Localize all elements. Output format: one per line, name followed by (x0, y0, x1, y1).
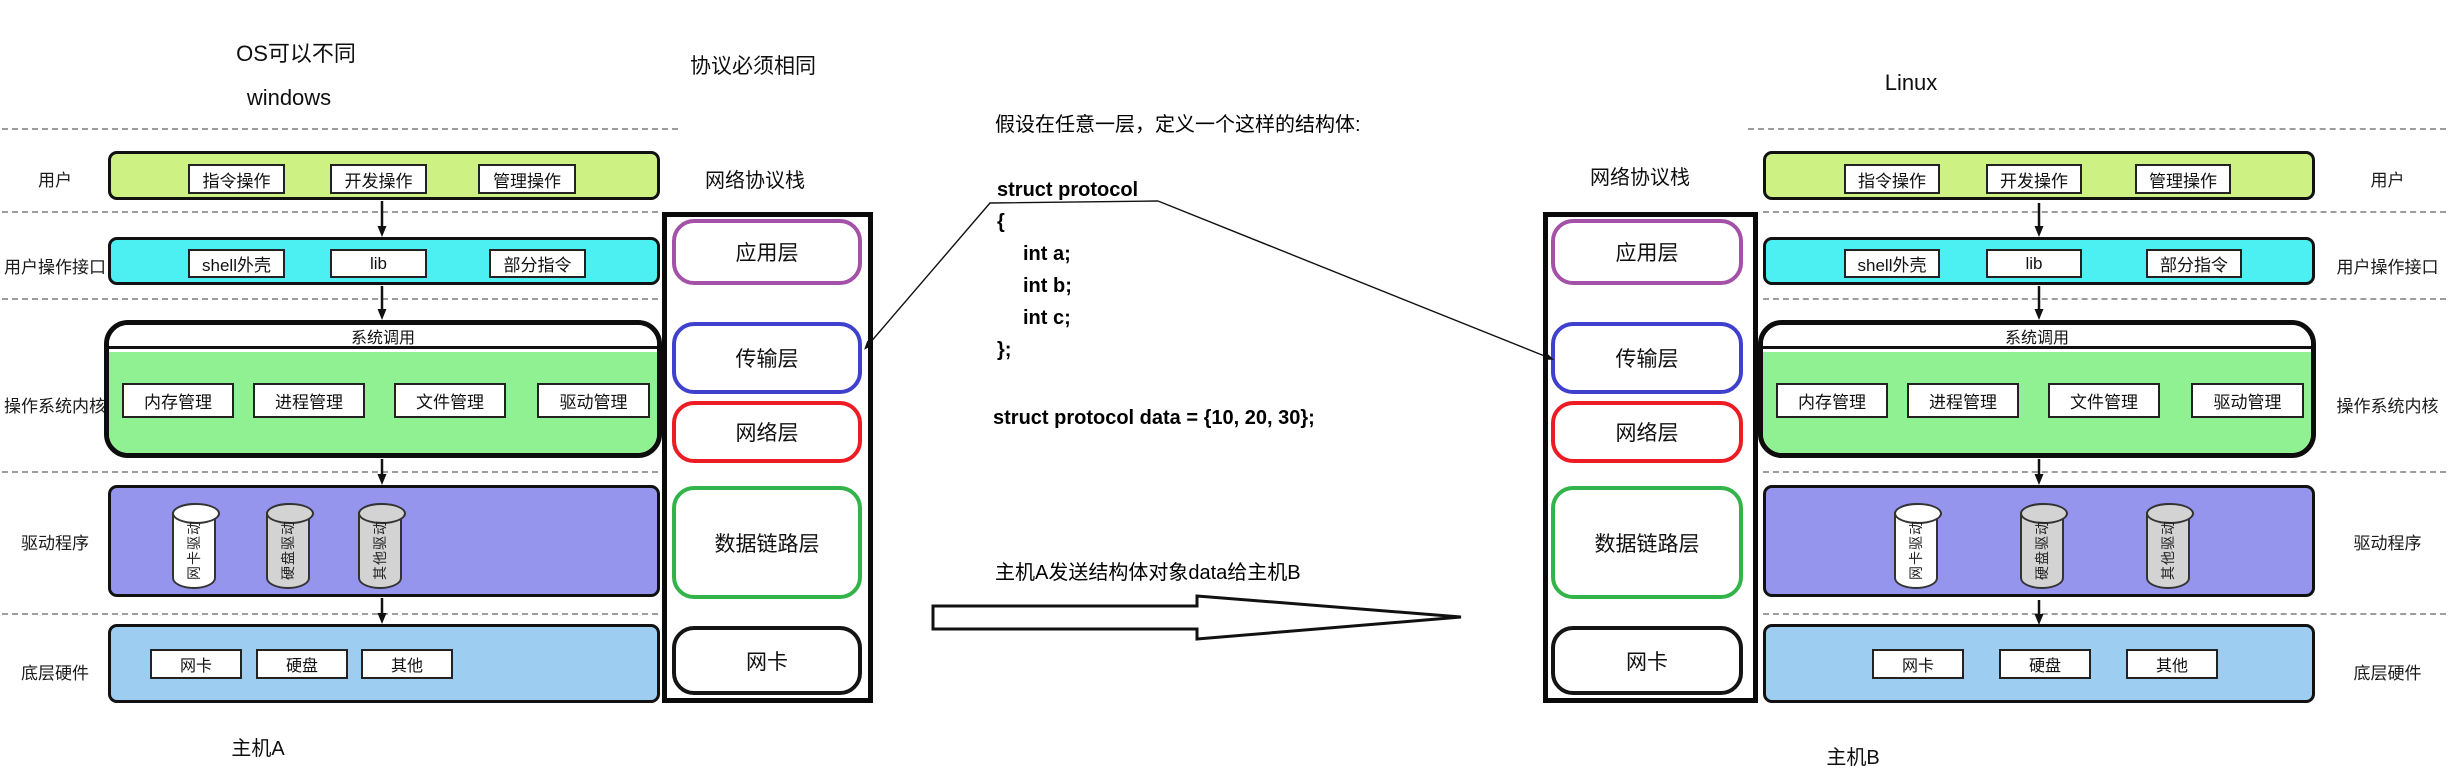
right-os-name: Linux (1884, 70, 1938, 95)
layer-network-left: 网络层 (672, 401, 862, 463)
box-process-mgmt: 进程管理 (1907, 383, 2019, 418)
layer-datalink-right: 数据链路层 (1551, 486, 1743, 599)
hardware-row-right: 网卡 硬盘 其他 (1763, 624, 2315, 703)
box-driver-mgmt: 驱动管理 (2191, 383, 2304, 418)
left-os-name: windows (246, 85, 332, 110)
dashed-line (2, 128, 678, 130)
row-label-drivers-right: 驱动程序 (2353, 534, 2422, 553)
cylinder-disk-driver: 硬盘驱动 (2020, 503, 2068, 589)
user-row-right: 指令操作 开发操作 管理操作 (1763, 151, 2315, 200)
box-lib: lib (1986, 249, 2082, 278)
cylinder-other-driver: 其他驱动 (2146, 503, 2194, 589)
row-label-kernel-right: 操作系统内核 (2336, 397, 2439, 416)
box-disk: 硬盘 (256, 649, 348, 679)
dashed-line (1763, 298, 2446, 300)
code-line: struct protocol (997, 179, 1139, 201)
kernel-body: 内存管理 进程管理 文件管理 驱动管理 (1763, 352, 2311, 453)
layer-nic-right: 网卡 (1551, 626, 1743, 695)
code-line: }; (997, 339, 1012, 361)
interface-row-left: shell外壳 lib 部分指令 (108, 237, 660, 285)
syscall-band: 系统调用 (1763, 325, 2311, 349)
code-line: int c; (1023, 307, 1071, 329)
cylinder-nic-driver: 网卡驱动 (1894, 503, 1942, 589)
layer-nic-left: 网卡 (672, 626, 862, 695)
box-partial-commands: 部分指令 (489, 249, 586, 278)
box-command-ops: 指令操作 (188, 164, 285, 194)
code-line: int a; (1023, 243, 1071, 265)
struct-intro-text: 假设在任意一层，定义一个这样的结构体: (995, 114, 1361, 136)
layer-datalink-left: 数据链路层 (672, 486, 862, 599)
dashed-line (1763, 211, 2446, 213)
row-label-hardware-right: 底层硬件 (2353, 664, 2422, 683)
row-label-interface-left: 用户操作接口 (4, 258, 106, 277)
kernel-box-left: 系统调用 内存管理 进程管理 文件管理 驱动管理 (104, 320, 662, 458)
struct-init-text: struct protocol data = {10, 20, 30}; (993, 407, 1315, 429)
box-file-mgmt: 文件管理 (2048, 383, 2160, 418)
dashed-line (1763, 613, 2446, 615)
layer-network-right: 网络层 (1551, 401, 1743, 463)
syscall-band: 系统调用 (109, 325, 657, 349)
cylinder-other-driver: 其他驱动 (358, 503, 406, 589)
box-dev-ops: 开发操作 (330, 164, 427, 194)
box-other: 其他 (2126, 649, 2218, 679)
box-file-mgmt: 文件管理 (394, 383, 506, 418)
note-protocol-must-match: 协议必须相同 (690, 55, 816, 78)
kernel-body: 内存管理 进程管理 文件管理 驱动管理 (109, 352, 657, 453)
box-admin-ops: 管理操作 (478, 164, 576, 194)
user-row-left: 指令操作 开发操作 管理操作 (108, 151, 660, 200)
box-shell: shell外壳 (188, 249, 285, 278)
host-a-label: 主机A (231, 738, 285, 760)
protocol-stack-title-right: 网络协议栈 (1590, 167, 1690, 189)
box-partial-commands: 部分指令 (2146, 249, 2242, 278)
row-label-user-right: 用户 (2370, 171, 2405, 190)
box-process-mgmt: 进程管理 (253, 383, 365, 418)
protocol-stack-title-left: 网络协议栈 (705, 170, 805, 192)
box-lib: lib (330, 249, 427, 278)
box-command-ops: 指令操作 (1844, 164, 1940, 194)
big-send-arrow (931, 594, 1462, 641)
box-memory-mgmt: 内存管理 (122, 383, 234, 418)
layer-application-right: 应用层 (1551, 219, 1743, 285)
dashed-line (1748, 128, 2446, 130)
dashed-line (2, 298, 658, 300)
dashed-line (1763, 471, 2446, 473)
note-os-can-differ: OS可以不同 (236, 41, 356, 66)
row-label-interface-right: 用户操作接口 (2336, 258, 2439, 277)
struct-code-block: struct protocol { int a; int b; int c; }… (997, 174, 1138, 366)
box-memory-mgmt: 内存管理 (1776, 383, 1888, 418)
box-dev-ops: 开发操作 (1986, 164, 2082, 194)
dashed-line (2, 613, 658, 615)
kernel-box-right: 系统调用 内存管理 进程管理 文件管理 驱动管理 (1758, 320, 2316, 458)
connector-struct-to-right-transport (1157, 200, 1554, 360)
box-disk: 硬盘 (1999, 649, 2091, 679)
send-note-text: 主机A发送结构体对象data给主机B (995, 562, 1301, 584)
row-label-user-left: 用户 (38, 171, 72, 190)
host-b-label: 主机B (1826, 747, 1880, 769)
code-line: { (997, 211, 1005, 233)
box-other: 其他 (361, 649, 453, 679)
layer-transport-right: 传输层 (1551, 322, 1743, 394)
driver-row-right: 网卡驱动 硬盘驱动 其他驱动 (1763, 485, 2315, 597)
box-nic: 网卡 (1872, 649, 1964, 679)
box-driver-mgmt: 驱动管理 (537, 383, 650, 418)
cylinder-nic-driver: 网卡驱动 (172, 503, 220, 589)
layer-application-left: 应用层 (672, 219, 862, 285)
code-line: int b; (1023, 275, 1072, 297)
box-nic: 网卡 (150, 649, 242, 679)
driver-row-left: 网卡驱动 硬盘驱动 其他驱动 (108, 485, 660, 597)
layer-transport-left: 传输层 (672, 322, 862, 394)
interface-row-right: shell外壳 lib 部分指令 (1763, 237, 2315, 285)
row-label-drivers-left: 驱动程序 (21, 534, 89, 553)
box-admin-ops: 管理操作 (2135, 164, 2231, 194)
hardware-row-left: 网卡 硬盘 其他 (108, 624, 660, 703)
dashed-line (2, 211, 658, 213)
row-label-hardware-left: 底层硬件 (21, 664, 89, 683)
dashed-line (2, 471, 658, 473)
cylinder-disk-driver: 硬盘驱动 (266, 503, 314, 589)
box-shell: shell外壳 (1844, 249, 1940, 278)
row-label-kernel-left: 操作系统内核 (4, 397, 106, 416)
